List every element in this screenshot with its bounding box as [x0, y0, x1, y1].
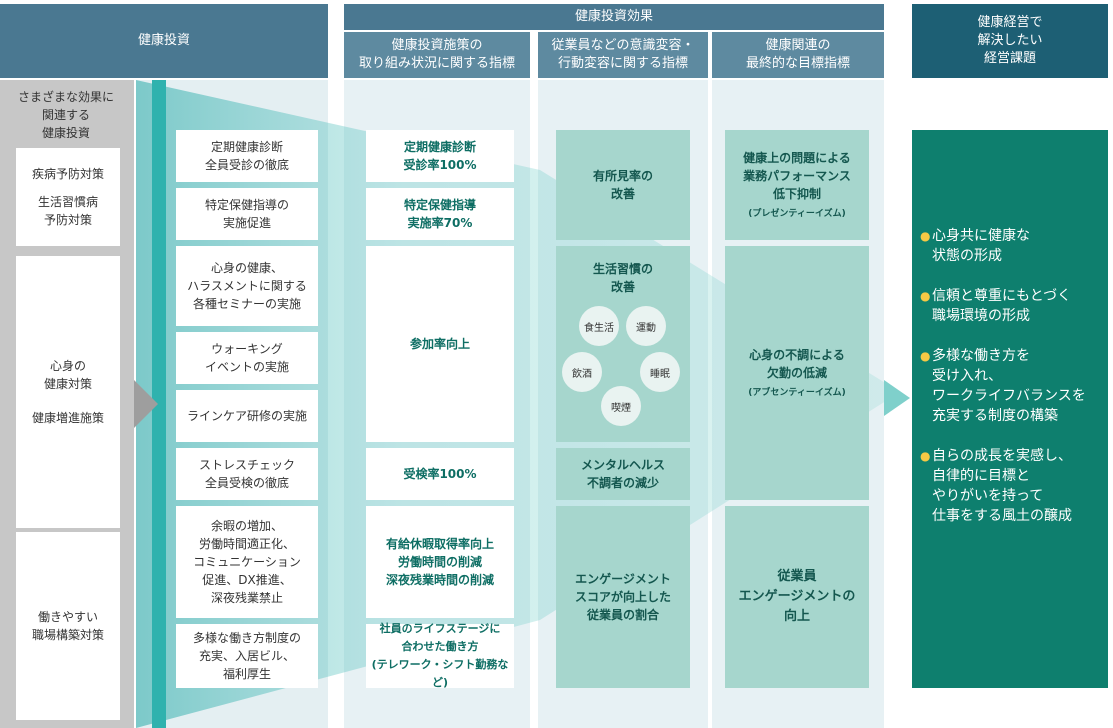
header-sub-torikumi: 健康投資施策の 取り組み状況に関する指標: [344, 32, 530, 78]
final-presenteeism-note: (プレゼンティーイズム): [748, 209, 846, 219]
goal-text: 多様な働き方を 受け入れ、 ワークライフバランスを 充実する制度の構築: [932, 348, 1086, 424]
behavior-mental-health: メンタルヘルス 不調者の減少: [556, 448, 690, 500]
left-cell-promotion-label: 健康増進施策: [31, 411, 104, 425]
measure-item: 定期健康診断 全員受診の徹底: [176, 130, 318, 182]
final-absenteeism-note: (アブセンティーイズム): [748, 388, 846, 398]
measure-item: 心身の健康、 ハラスメントに関する 各種セミナーの実施: [176, 246, 318, 326]
behavior-lifestyle: 生活習慣の 改善: [556, 246, 690, 442]
chevron-left-icon: [134, 380, 158, 428]
indicator-item: 有給休暇取得率向上 労働時間の削減 深夜残業時間の削減: [366, 506, 514, 618]
final-absenteeism-label: 心身の不調による 欠勤の低減: [749, 348, 845, 380]
goal-item: ● 多様な働き方を 受け入れ、 ワークライフバランスを 充実する制度の構築: [920, 346, 1108, 426]
goal-item: ● 自らの成長を実感し、 自律的に目標と やりがいを持って 仕事をする風土の醸成: [920, 446, 1108, 526]
header-sub-ishiki: 従業員などの意識変容・ 行動変容に関する指標: [538, 32, 708, 78]
lifestyle-circle-drinking: 飲酒: [562, 352, 602, 392]
header-sub-mokuhyo: 健康関連の 最終的な目標指標: [712, 32, 884, 78]
bullet-icon: ●: [920, 449, 931, 463]
lifestyle-circle-smoking: 喫煙: [601, 386, 641, 426]
measure-item: ストレスチェック 全員受検の徹底: [176, 448, 318, 500]
chevron-right-icon: [884, 380, 910, 416]
lifestyle-circle-exercise: 運動: [626, 306, 666, 346]
lifestyle-circle-diet: 食生活: [579, 306, 619, 346]
measure-item: 特定保健指導の 実施促進: [176, 188, 318, 240]
bullet-icon: ●: [920, 349, 931, 363]
flow-band-vertical: [152, 80, 166, 728]
final-presenteeism: 健康上の問題による 業務パフォーマンス 低下抑制 (プレゼンティーイズム): [725, 130, 869, 240]
goal-text: 心身共に健康な 状態の形成: [932, 228, 1030, 264]
measure-item: 余暇の増加、 労働時間適正化、 コミュニケーション 促進、DX推進、 深夜残業禁…: [176, 506, 318, 618]
header-kenko-toshi: 健康投資: [0, 4, 328, 78]
indicator-item: 参加率向上: [366, 246, 514, 442]
left-cell-lifestyle-label: 生活習慣病 予防対策: [37, 195, 98, 227]
left-cell-disease-label: 疾病予防対策: [31, 167, 104, 181]
left-cell-mental-health: 心身の 健康対策 健康増進施策: [16, 256, 120, 528]
goal-text: 信頼と尊重にもとづく 職場環境の形成: [932, 288, 1072, 324]
behavior-lifestyle-label: 生活習慣の 改善: [592, 262, 653, 294]
indicator-item: 定期健康診断 受診率100%: [366, 130, 514, 182]
flow-band-shape: [136, 80, 900, 728]
goal-item: ● 心身共に健康な 状態の形成: [920, 226, 1108, 266]
goal-text: 自らの成長を実感し、 自律的に目標と やりがいを持って 仕事をする風土の醸成: [932, 448, 1072, 524]
behavior-checkup-finding: 有所見率の 改善: [556, 130, 690, 240]
indicator-item: 社員のライフステージに 合わせた働き方 (テレワーク・シフト勤務など): [366, 622, 514, 689]
lifestyle-circle-sleep: 睡眠: [640, 352, 680, 392]
header-keiei-kadai: 健康経営で 解決したい 経営課題: [912, 4, 1108, 78]
final-absenteeism: 心身の不調による 欠勤の低減 (アブセンティーイズム): [725, 246, 869, 500]
bullet-icon: ●: [920, 229, 931, 243]
header-kenko-toshi-koka: 健康投資効果: [344, 4, 884, 30]
left-column-title: さまざまな効果に 関連する 健康投資: [17, 90, 114, 140]
indicator-item: 受検率100%: [366, 448, 514, 500]
left-cell-workplace-label: 働きやすい 職場構築対策: [31, 610, 104, 642]
left-cell-disease-prevention: 疾病予防対策 生活習慣病 予防対策: [16, 148, 120, 246]
left-cell-mental-label: 心身の 健康対策: [43, 359, 92, 391]
measure-item: ウォーキング イベントの実施: [176, 332, 318, 384]
goal-item: ● 信頼と尊重にもとづく 職場環境の形成: [920, 286, 1108, 326]
goal-panel: ● 心身共に健康な 状態の形成 ● 信頼と尊重にもとづく 職場環境の形成 ● 多…: [912, 130, 1108, 688]
left-cell-workplace: 働きやすい 職場構築対策: [16, 532, 120, 720]
measure-item: ラインケア研修の実施: [176, 390, 318, 442]
indicator-item: 特定保健指導 実施率70%: [366, 188, 514, 240]
final-engagement: 従業員 エンゲージメントの 向上: [725, 506, 869, 688]
bullet-icon: ●: [920, 289, 931, 303]
measure-item: 多様な働き方制度の 充実、入居ビル、 福利厚生: [176, 624, 318, 688]
behavior-engagement-score: エンゲージメント スコアが向上した 従業員の割合: [556, 506, 690, 688]
final-presenteeism-label: 健康上の問題による 業務パフォーマンス 低下抑制: [743, 151, 851, 201]
